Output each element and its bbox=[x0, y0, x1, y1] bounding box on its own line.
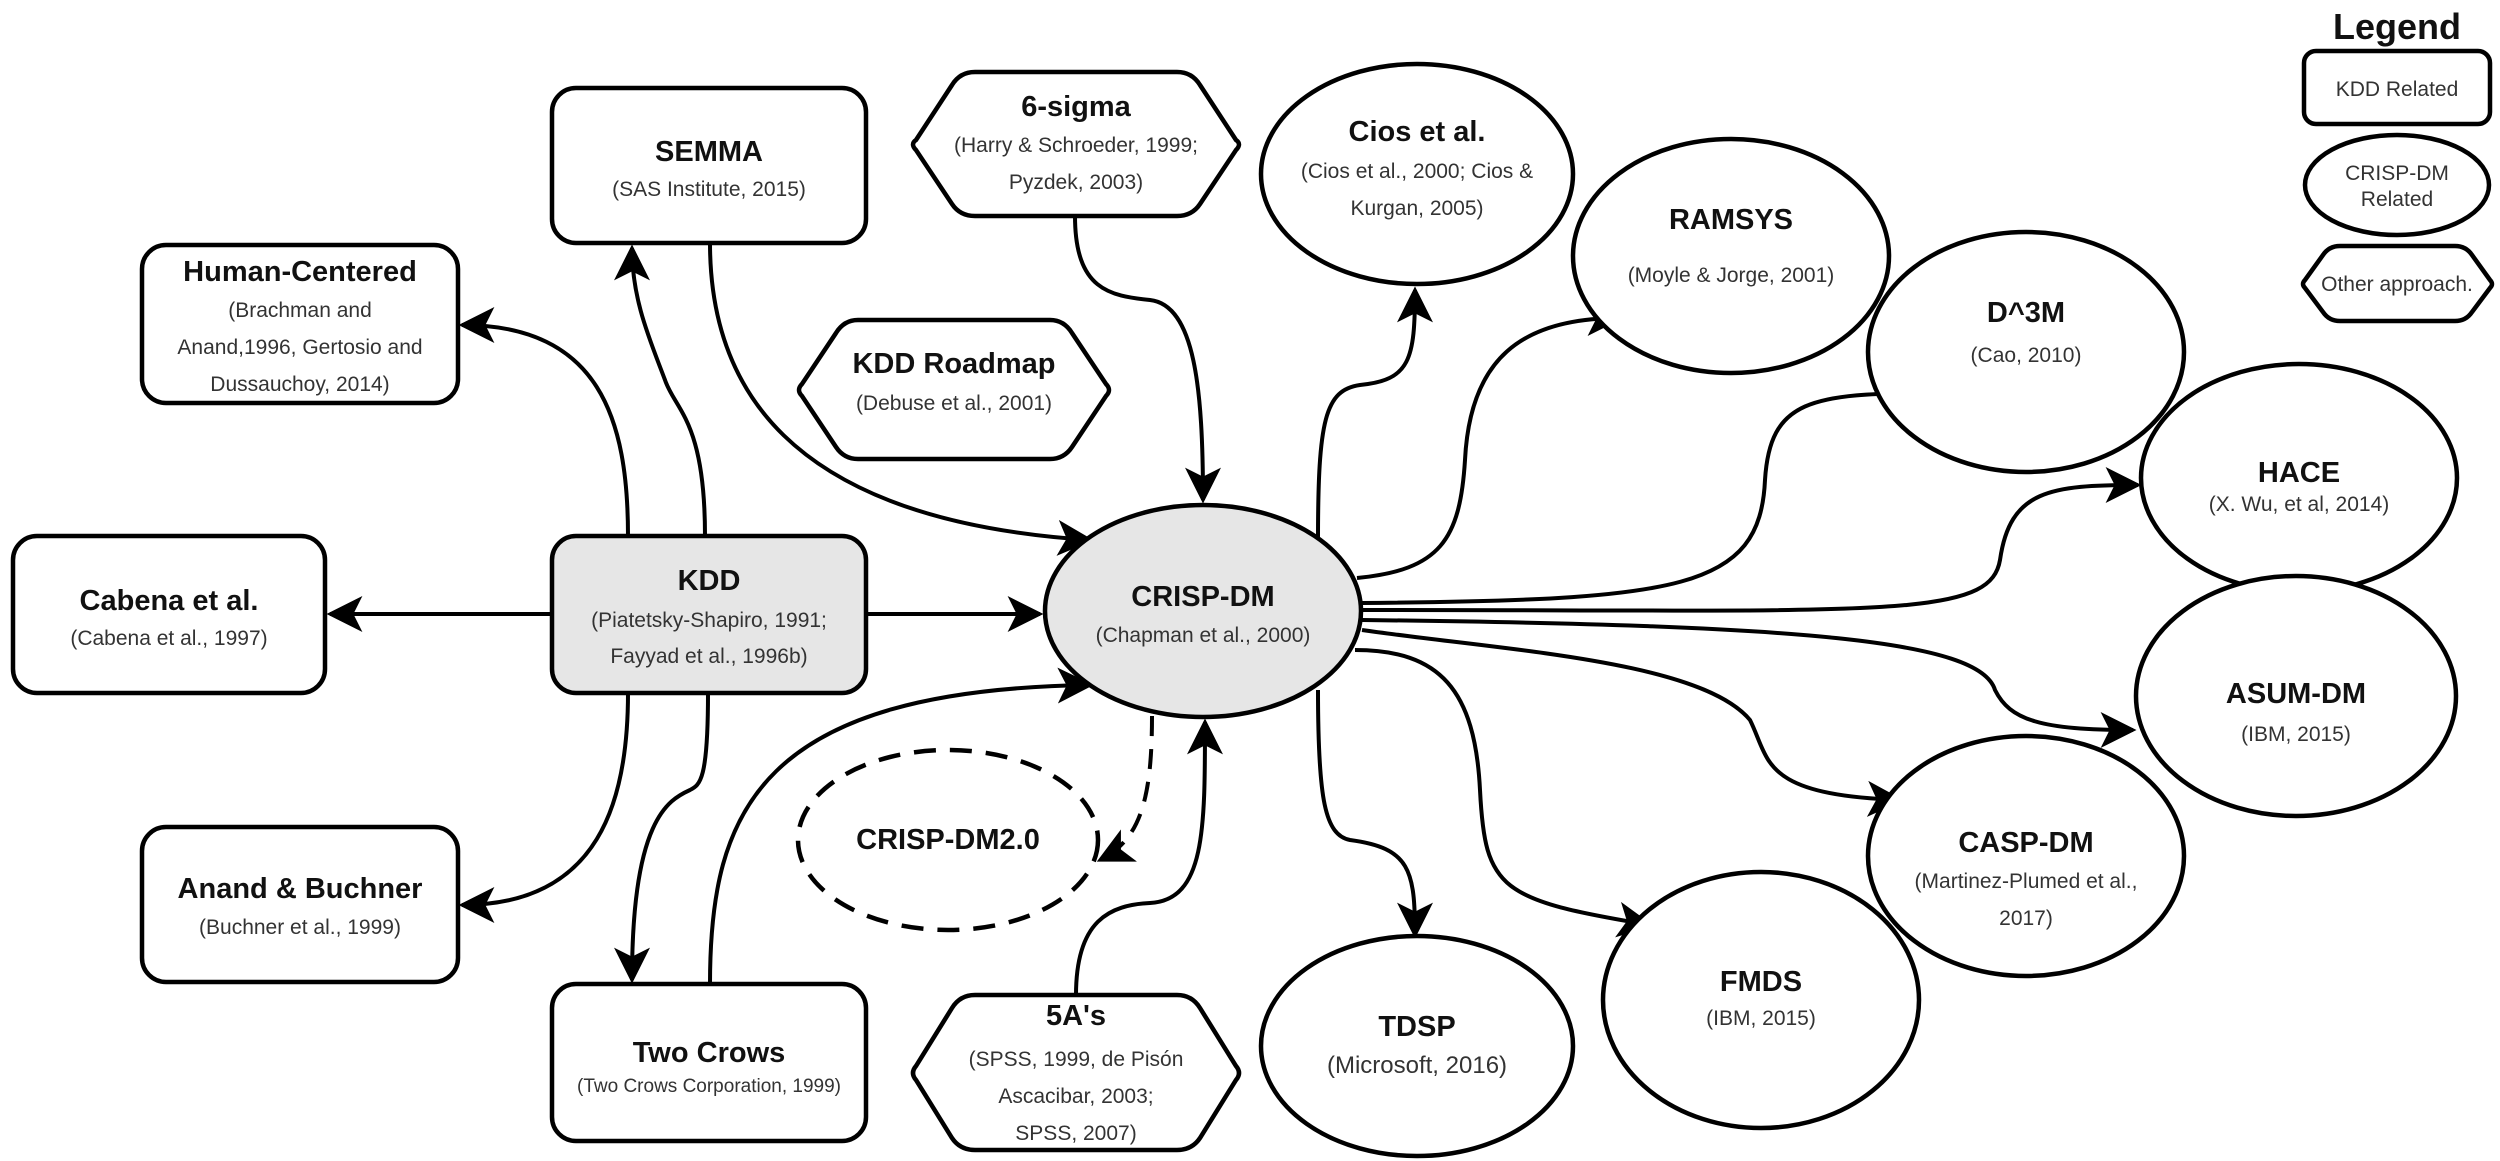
edge-kdd-anand bbox=[458, 692, 630, 923]
node-title: KDD bbox=[678, 565, 741, 597]
node-citation: Fayyad et al., 1996b) bbox=[610, 645, 807, 668]
node-tdsp[interactable]: TDSP (Microsoft, 2016) bbox=[1258, 933, 1576, 1159]
edge-twocrows-crisp bbox=[708, 667, 1094, 985]
node-ramsys[interactable]: RAMSYS (Moyle & Jorge, 2001) bbox=[1570, 136, 1892, 376]
node-citation: SPSS, 2007) bbox=[1015, 1122, 1136, 1145]
edge-crisp-d3m bbox=[1361, 375, 1939, 605]
node-citation: Ascacibar, 2003; bbox=[998, 1085, 1153, 1108]
node-two-crows[interactable]: Two Crows (Two Crows Corporation, 1999) bbox=[549, 981, 869, 1144]
edge-crisp-fmds bbox=[1354, 648, 1654, 938]
node-d3m[interactable]: D^3M (Cao, 2010) bbox=[1865, 229, 2187, 475]
node-title: CASP-DM bbox=[1958, 827, 2093, 859]
node-citation: (IBM, 2015) bbox=[2241, 723, 2351, 746]
node-title: HACE bbox=[2258, 457, 2340, 489]
node-citation: (Martinez-Plumed et al., bbox=[1915, 870, 2138, 893]
legend-title: Legend bbox=[2333, 6, 2461, 47]
node-citation: (SPSS, 1999, de Pisón bbox=[969, 1048, 1184, 1071]
legend-item-other: Other approach. bbox=[2300, 243, 2495, 324]
node-title: TDSP bbox=[1378, 1011, 1455, 1043]
node-anand-buchner[interactable]: Anand & Buchner (Buchner et al., 1999) bbox=[139, 824, 461, 985]
edge-crisp-asum bbox=[1361, 618, 2137, 748]
node-crisp-dm2[interactable]: CRISP-DM2.0 bbox=[795, 747, 1101, 933]
node-citation: (IBM, 2015) bbox=[1706, 1007, 1816, 1030]
node-kdd[interactable]: KDD (Piatetsky-Shapiro, 1991; Fayyad et … bbox=[549, 533, 869, 696]
legend: Legend KDD Related CRISP-DM Related Othe… bbox=[2300, 6, 2495, 324]
node-title: Anand & Buchner bbox=[178, 873, 423, 905]
edge-fiveas-crisp bbox=[1074, 718, 1223, 996]
legend-item-crisp-related: CRISP-DM Related bbox=[2302, 132, 2492, 238]
node-citation: Pyzdek, 2003) bbox=[1009, 171, 1143, 194]
node-five-as[interactable]: 5A's (SPSS, 1999, de Pisón Ascacibar, 20… bbox=[910, 992, 1242, 1153]
node-citation: (Microsoft, 2016) bbox=[1327, 1052, 1507, 1079]
node-title: SEMMA bbox=[655, 136, 763, 168]
legend-item-kdd-related: KDD Related bbox=[2301, 48, 2493, 127]
edge-crisp-ramsys bbox=[1356, 300, 1624, 580]
edge-crisp-crisp2 bbox=[1096, 715, 1154, 862]
legend-label: Other approach. bbox=[2321, 273, 2473, 296]
node-citation: (Cios et al., 2000; Cios & bbox=[1301, 160, 1533, 183]
node-title: Cabena et al. bbox=[80, 585, 259, 617]
edge-kdd-semma bbox=[614, 244, 707, 537]
node-citation: (Moyle & Jorge, 2001) bbox=[1628, 264, 1835, 287]
node-citation: (Brachman and bbox=[228, 299, 372, 322]
node-semma[interactable]: SEMMA (SAS Institute, 2015) bbox=[549, 85, 869, 246]
node-citation: (Cao, 2010) bbox=[1971, 344, 2082, 367]
node-citation: (Buchner et al., 1999) bbox=[199, 916, 401, 939]
edge-crisp-tdsp bbox=[1316, 689, 1433, 939]
node-crisp-dm[interactable]: CRISP-DM (Chapman et al., 2000) bbox=[1042, 502, 1364, 720]
node-asum-dm[interactable]: ASUM-DM (IBM, 2015) bbox=[2133, 573, 2459, 819]
node-cios[interactable]: Cios et al. (Cios et al., 2000; Cios & K… bbox=[1258, 61, 1576, 287]
edge-crisp-casp bbox=[1361, 628, 1904, 817]
node-fmds[interactable]: FMDS (IBM, 2015) bbox=[1600, 869, 1922, 1131]
node-title: RAMSYS bbox=[1669, 204, 1793, 236]
node-citation: (Two Crows Corporation, 1999) bbox=[577, 1076, 841, 1097]
edge-semma-crisp bbox=[708, 242, 1094, 556]
node-title: CRISP-DM2.0 bbox=[856, 824, 1040, 856]
node-citation: (X. Wu, et al, 2014) bbox=[2209, 493, 2390, 516]
node-kdd-roadmap[interactable]: KDD Roadmap (Debuse et al., 2001) bbox=[796, 317, 1112, 462]
node-title: CRISP-DM bbox=[1131, 581, 1274, 613]
edge-crisp-hace bbox=[1361, 467, 2142, 613]
node-citation: (Debuse et al., 2001) bbox=[856, 392, 1052, 415]
legend-label: Related bbox=[2361, 188, 2433, 211]
node-title: Two Crows bbox=[633, 1037, 786, 1069]
node-title: 6-sigma bbox=[1021, 91, 1131, 123]
edge-kdd-human bbox=[458, 307, 630, 537]
legend-ellipse-icon bbox=[2302, 132, 2492, 238]
node-title: D^3M bbox=[1987, 297, 2065, 329]
node-citation: (Harry & Schroeder, 1999; bbox=[954, 134, 1198, 157]
node-title: 5A's bbox=[1046, 1000, 1106, 1032]
node-citation: Anand,1996, Gertosio and bbox=[177, 336, 422, 359]
node-title: FMDS bbox=[1720, 966, 1802, 998]
node-citation: 2017) bbox=[1999, 907, 2053, 930]
node-cabena[interactable]: Cabena et al. (Cabena et al., 1997) bbox=[10, 533, 328, 696]
node-title: KDD Roadmap bbox=[852, 348, 1055, 380]
legend-rounded-rectangle-icon bbox=[2301, 48, 2493, 127]
node-title: Human-Centered bbox=[183, 256, 417, 288]
node-six-sigma[interactable]: 6-sigma (Harry & Schroeder, 1999; Pyzdek… bbox=[910, 69, 1242, 219]
node-citation: Kurgan, 2005) bbox=[1350, 197, 1483, 220]
edges bbox=[326, 215, 2142, 996]
node-human-centered[interactable]: Human-Centered (Brachman and Anand,1996,… bbox=[139, 242, 461, 406]
legend-hexagon-icon bbox=[2300, 243, 2495, 324]
node-citation: Dussauchoy, 2014) bbox=[210, 373, 389, 396]
legend-label: CRISP-DM bbox=[2345, 162, 2449, 185]
node-citation: (SAS Institute, 2015) bbox=[612, 178, 806, 201]
edge-sixsigma-crisp bbox=[1073, 215, 1221, 504]
node-title: Cios et al. bbox=[1349, 116, 1486, 148]
node-citation: (Cabena et al., 1997) bbox=[70, 627, 267, 650]
node-citation: (Piatetsky-Shapiro, 1991; bbox=[591, 609, 827, 632]
node-hace[interactable]: HACE (X. Wu, et al, 2014) bbox=[2138, 361, 2460, 595]
node-title: ASUM-DM bbox=[2226, 678, 2366, 710]
node-citation: (Chapman et al., 2000) bbox=[1096, 624, 1311, 647]
edge-crisp-cios bbox=[1316, 286, 1433, 541]
legend-label: KDD Related bbox=[2336, 78, 2459, 101]
edge-kdd-twocrows bbox=[614, 692, 710, 984]
node-casp-dm[interactable]: CASP-DM (Martinez-Plumed et al., 2017) bbox=[1865, 733, 2187, 979]
